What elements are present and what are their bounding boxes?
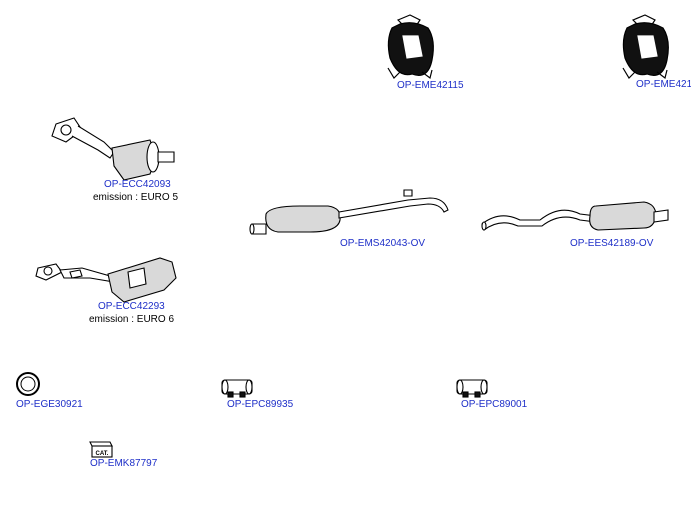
part-code-emk87797[interactable]: OP-EMK87797 xyxy=(90,458,158,469)
ems42043-image[interactable] xyxy=(249,189,449,235)
part-code-ege30921[interactable]: OP-EGE30921 xyxy=(16,399,83,410)
emission-note-ecc42093: emission : EURO 5 xyxy=(93,192,179,203)
eme421-image[interactable] xyxy=(622,14,669,80)
part-code-ems42043[interactable]: OP-EMS42043-OV xyxy=(340,238,426,249)
part-code-epc89001[interactable]: OP-EPC89001 xyxy=(461,399,528,410)
emk87797-image[interactable]: CAT. xyxy=(89,441,113,458)
part-code-ecc42293[interactable]: OP-ECC42293 xyxy=(98,301,165,312)
ecc42293-image[interactable] xyxy=(35,257,177,303)
cat-badge: CAT. xyxy=(96,451,109,457)
part-code-ecc42093[interactable]: OP-ECC42093 xyxy=(104,179,171,190)
epc89001-image[interactable] xyxy=(456,379,488,398)
part-code-epc89935[interactable]: OP-EPC89935 xyxy=(227,399,294,410)
part-code-eme421[interactable]: OP-EME421 xyxy=(636,79,691,90)
part-code-ees42189[interactable]: OP-EES42189-OV xyxy=(570,238,654,249)
part-code-eme42115[interactable]: OP-EME42115 xyxy=(397,80,464,91)
ees42189-image[interactable] xyxy=(481,201,669,231)
ecc42093-image[interactable] xyxy=(51,117,175,181)
eme42115-image[interactable] xyxy=(387,14,434,80)
ege30921-image[interactable] xyxy=(16,372,40,396)
emission-note-ecc42293: emission : EURO 6 xyxy=(89,314,175,325)
epc89935-image[interactable] xyxy=(221,379,253,398)
